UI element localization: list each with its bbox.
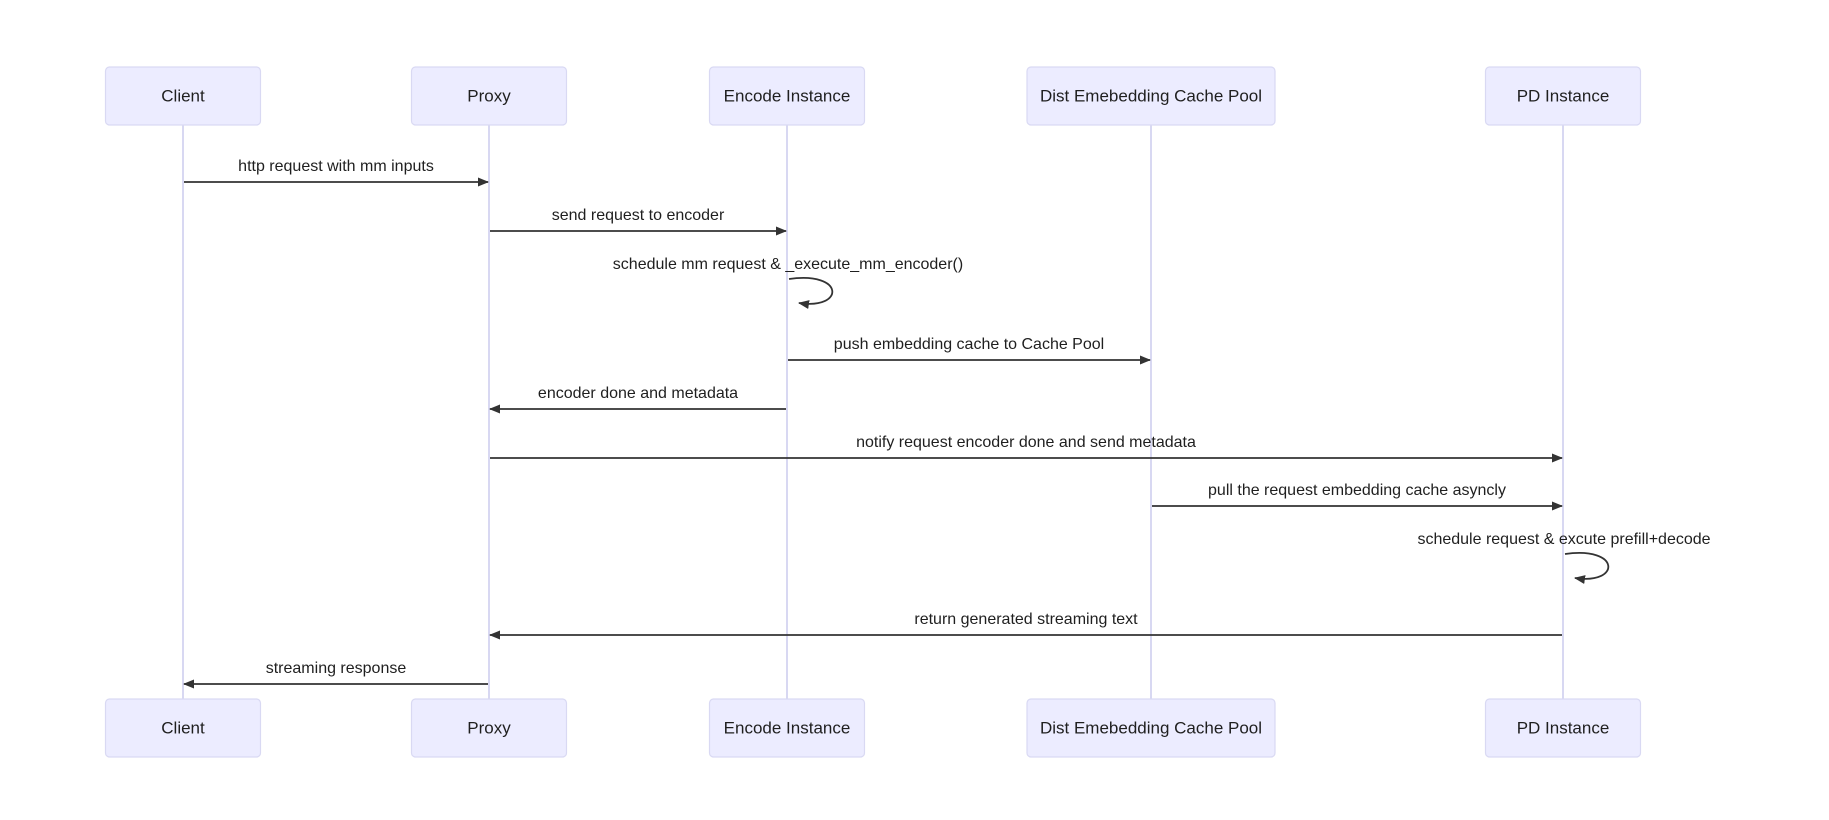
actor-cachepool-bottom[interactable]: Dist Emebedding Cache Pool [1026, 698, 1276, 758]
message-m8[interactable]: schedule request & excute prefill+decode [1417, 531, 1711, 584]
actor-label-pd-bottom: PD Instance [1517, 718, 1610, 737]
actor-box-client-bottom[interactable] [104, 698, 262, 758]
message-m2[interactable]: send request to encoder [490, 207, 787, 236]
message-label-m3: schedule mm request & _execute_mm_encode… [613, 256, 963, 273]
actors-top-group: Client Proxy Encode Instance Dist Emebeddin… [104, 66, 1642, 126]
actor-pd-bottom[interactable]: PD Instance [1484, 698, 1642, 758]
message-m4[interactable]: push embedding cache to Cache Pool [788, 336, 1151, 365]
message-label-m6: notify request encoder done and send met… [856, 434, 1196, 451]
actor-proxy-top[interactable]: Proxy [410, 66, 568, 126]
message-self-loop-m8 [1564, 552, 1610, 584]
actor-box-cachepool-top[interactable] [1026, 66, 1276, 126]
actor-label-cachepool-bottom: Dist Emebedding Cache Pool [1040, 718, 1262, 737]
message-label-m4: push embedding cache to Cache Pool [834, 336, 1104, 353]
message-label-m9: return generated streaming text [914, 611, 1138, 628]
actor-label-proxy-top: Proxy [467, 86, 511, 105]
message-label-m7: pull the request embedding cache asyncly [1208, 482, 1506, 499]
messages-group: http request with mm inputs send request … [183, 158, 1711, 689]
actor-label-cachepool-top: Dist Emebedding Cache Pool [1040, 86, 1262, 105]
actor-proxy-bottom[interactable]: Proxy [410, 698, 568, 758]
message-self-loop-m3 [788, 277, 834, 309]
actor-label-pd-top: PD Instance [1517, 86, 1610, 105]
actor-encode-bottom[interactable]: Encode Instance [708, 698, 866, 758]
message-m10[interactable]: streaming response [183, 660, 488, 689]
actor-encode-top[interactable]: Encode Instance [708, 66, 866, 126]
actor-label-encode-bottom: Encode Instance [724, 718, 851, 737]
message-label-m2: send request to encoder [552, 207, 725, 224]
message-m9[interactable]: return generated streaming text [489, 611, 1562, 640]
message-m5[interactable]: encoder done and metadata [489, 385, 786, 414]
actor-box-proxy-top[interactable] [410, 66, 568, 126]
actor-box-client-top[interactable] [104, 66, 262, 126]
message-m3[interactable]: schedule mm request & _execute_mm_encode… [613, 256, 963, 309]
message-label-m10: streaming response [266, 660, 407, 677]
actor-box-pd-bottom[interactable] [1484, 698, 1642, 758]
actor-client-bottom[interactable]: Client [104, 698, 262, 758]
actor-cachepool-top[interactable]: Dist Emebedding Cache Pool [1026, 66, 1276, 126]
message-label-m8: schedule request & excute prefill+decode [1417, 531, 1710, 548]
actor-box-proxy-bottom[interactable] [410, 698, 568, 758]
lifelines-group [182, 125, 1564, 699]
actor-label-proxy-bottom: Proxy [467, 718, 511, 737]
message-m6[interactable]: notify request encoder done and send met… [490, 434, 1563, 463]
actor-client-top[interactable]: Client [104, 66, 262, 126]
actor-box-encode-top[interactable] [708, 66, 866, 126]
actor-box-encode-bottom[interactable] [708, 698, 866, 758]
actor-box-pd-top[interactable] [1484, 66, 1642, 126]
actor-label-client-top: Client [161, 86, 205, 105]
message-label-m1: http request with mm inputs [238, 158, 434, 175]
actor-label-client-bottom: Client [161, 718, 205, 737]
message-m7[interactable]: pull the request embedding cache asyncly [1152, 482, 1563, 511]
actors-bottom-group: Client Proxy Encode Instance Dist Emebeddin… [104, 698, 1642, 758]
actor-pd-top[interactable]: PD Instance [1484, 66, 1642, 126]
actor-label-encode-top: Encode Instance [724, 86, 851, 105]
message-m1[interactable]: http request with mm inputs [184, 158, 489, 187]
actor-box-cachepool-bottom[interactable] [1026, 698, 1276, 758]
message-label-m5: encoder done and metadata [538, 385, 738, 402]
